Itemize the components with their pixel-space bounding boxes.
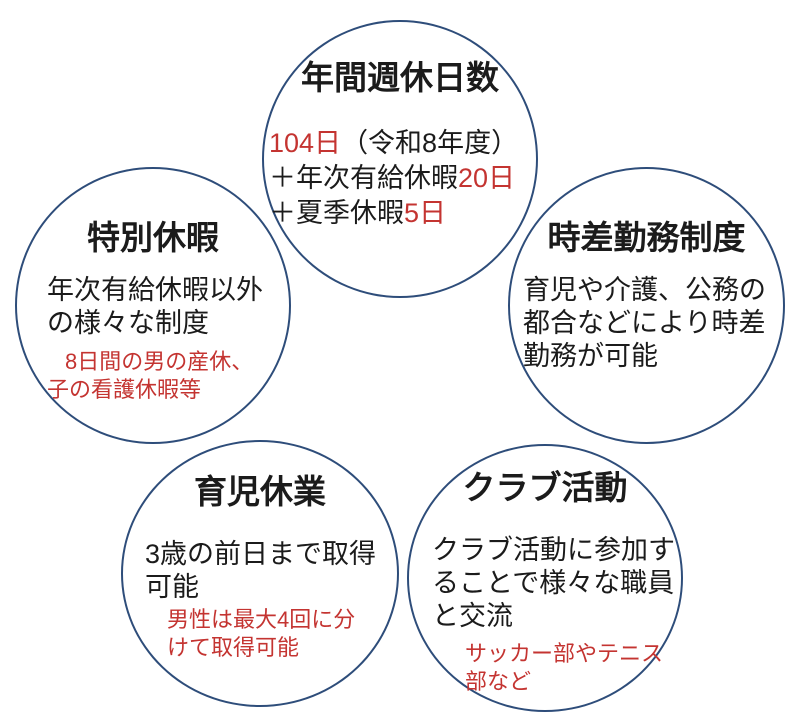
paid-leave-days-value: 20日 [458,163,516,193]
childcare-leave-note-line-2: けて取得可能 [167,635,300,660]
club-activities-body-line-2: ることで様々な職員 [432,568,675,598]
club-activities-note-line-2: 部など [465,669,532,694]
annual-holidays-body: 104日（令和8年度） ＋年次有給休暇20日 ＋夏季休暇5日 [269,126,518,231]
annual-holidays-line-1: 104日（令和8年度） [269,126,518,161]
club-activities-body-line-3: と交流 [432,601,513,631]
special-leave-note: 8日間の男の産休、 子の看護休暇等 [47,348,253,404]
annual-holidays-title: 年間週休日数 [301,59,499,96]
staggered-work-body-line-1: 育児や介護、公務の [523,275,766,305]
special-leave-circle [15,167,291,444]
club-activities-body-line-1: クラブ活動に参加す [432,535,675,565]
childcare-leave-note-line-1: 男性は最大4回に分 [167,607,356,632]
annual-holidays-circle [262,20,538,298]
annual-days-value: 104日 [269,128,342,158]
childcare-leave-body: 3歳の前日まで取得 可能 [145,538,376,604]
club-activities-note-line-1: サッカー部やテニス [465,641,664,666]
special-leave-note-line-1: 8日間の男の産休、 [65,349,254,374]
special-leave-title: 特別休暇 [87,219,219,256]
special-leave-body: 年次有給休暇以外 の様々な制度 [47,274,263,340]
club-activities-note: サッカー部やテニス 部など [465,640,663,696]
staggered-work-body-line-3: 勤務が可能 [523,341,658,371]
paid-leave-label: ＋年次有給休暇 [269,163,458,193]
staggered-work-body-line-2: 都合などにより時差 [523,308,766,338]
childcare-leave-note: 男性は最大4回に分 けて取得可能 [167,606,355,662]
special-leave-body-line-1: 年次有給休暇以外 [47,275,263,305]
annual-holidays-line-3: ＋夏季休暇5日 [269,196,518,231]
summer-leave-days-value: 5日 [404,198,447,228]
special-leave-note-line-2: 子の看護休暇等 [47,377,202,402]
special-leave-body-line-2: の様々な制度 [47,308,209,338]
childcare-leave-body-line-1: 3歳の前日まで取得 [145,539,377,569]
annual-fiscal-year: （令和8年度） [341,128,519,158]
staggered-work-circle [508,167,785,444]
staggered-work-title: 時差勤務制度 [547,219,746,256]
childcare-leave-circle [121,440,399,707]
club-activities-circle [407,444,683,712]
annual-holidays-line-2: ＋年次有給休暇20日 [269,161,518,196]
club-activities-title: クラブ活動 [462,469,628,506]
staggered-work-body: 育児や介護、公務の 都合などにより時差 勤務が可能 [523,274,766,373]
club-activities-body: クラブ活動に参加す ることで様々な職員 と交流 [432,534,675,633]
childcare-leave-body-line-2: 可能 [145,572,199,602]
childcare-leave-title: 育児休業 [194,473,326,510]
summer-leave-label: ＋夏季休暇 [269,198,404,228]
